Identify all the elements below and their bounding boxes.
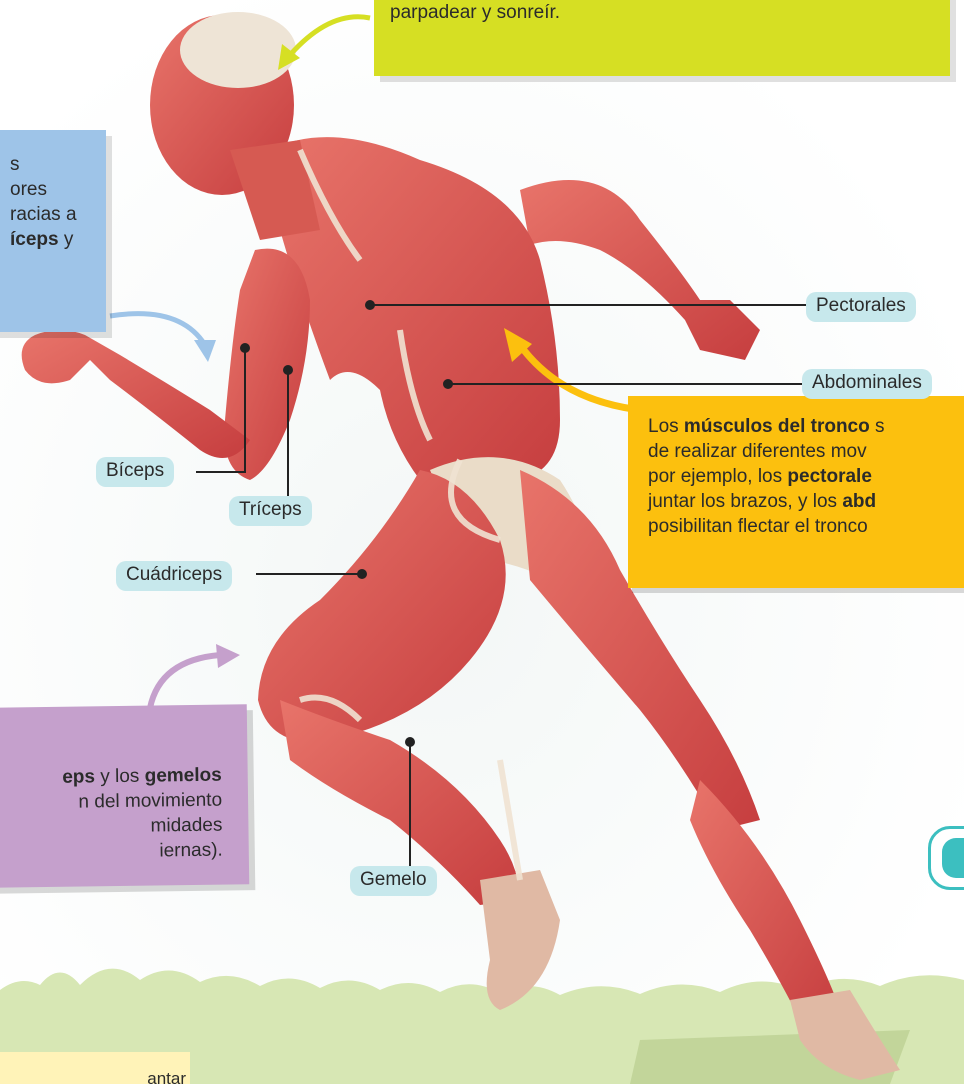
arm-box-rest: y: [59, 229, 74, 250]
bottom-note-text: antar: [147, 1066, 186, 1084]
trunk-l3-pre: por ejemplo, los: [648, 466, 787, 487]
trunk-muscles-box: Los músculos del tronco s de realizar di…: [628, 396, 964, 588]
teal-rounded-button[interactable]: [928, 826, 964, 890]
trunk-l1-post: s: [870, 416, 885, 437]
trunk-box-line-4: juntar los brazos, y los abd: [648, 489, 964, 514]
trunk-box-line-1: Los músculos del tronco s: [648, 414, 964, 439]
label-gemelo: Gemelo: [350, 866, 437, 896]
label-abdominales: Abdominales: [802, 369, 932, 399]
legs-box-text: eps y los gemelos n del movimiento midad…: [4, 762, 249, 865]
arm-box-line-4: íceps y: [10, 227, 90, 252]
head-box-line: parpadear y sonreír.: [390, 0, 934, 25]
bottom-note-box: antar: [0, 1052, 190, 1084]
legs-box-line-2: n del movimiento: [4, 788, 222, 816]
legs-box-line-4: iernas).: [5, 838, 223, 866]
trunk-box-line-5: posibilitan flectar el tronco: [648, 514, 964, 539]
arm-box-text: s ores racias a íceps y: [10, 152, 90, 252]
trunk-l3-bold: pectorale: [787, 466, 871, 487]
skull-top: [180, 12, 296, 88]
legs-l1-bold1: eps: [62, 766, 95, 787]
arm-box-line-3: racias a: [10, 202, 90, 227]
label-triceps: Tríceps: [229, 496, 312, 526]
trunk-l4-bold: abd: [842, 491, 876, 512]
head-box-text: parpadear y sonreír.: [390, 0, 934, 25]
legs-l1-bold2: gemelos: [144, 765, 221, 787]
label-cuadriceps: Cuádriceps: [116, 561, 232, 591]
arm-box-bold: íceps: [10, 229, 59, 250]
legs-box-line-1: eps y los gemelos: [4, 763, 222, 791]
leg-muscles-box: eps y los gemelos n del movimiento midad…: [0, 704, 249, 888]
trunk-box-line-3: por ejemplo, los pectorale: [648, 464, 964, 489]
head-muscles-box: parpadear y sonreír.: [374, 0, 950, 76]
label-pectorales: Pectorales: [806, 292, 916, 322]
legs-box-line-3: midades: [4, 813, 222, 841]
trunk-l1-bold: músculos del tronco: [684, 416, 870, 437]
arm-box-line-2: ores: [10, 177, 90, 202]
arm-muscles-box: s ores racias a íceps y: [0, 130, 106, 332]
trunk-l4-pre: juntar los brazos, y los: [648, 491, 842, 512]
legs-l1-mid: y los: [95, 766, 145, 788]
trunk-l1-pre: Los: [648, 416, 684, 437]
arm-box-line-1: s: [10, 152, 90, 177]
trunk-box-line-2: de realizar diferentes mov: [648, 439, 964, 464]
trunk-box-text: Los músculos del tronco s de realizar di…: [648, 414, 964, 539]
label-biceps: Bíceps: [96, 457, 174, 487]
